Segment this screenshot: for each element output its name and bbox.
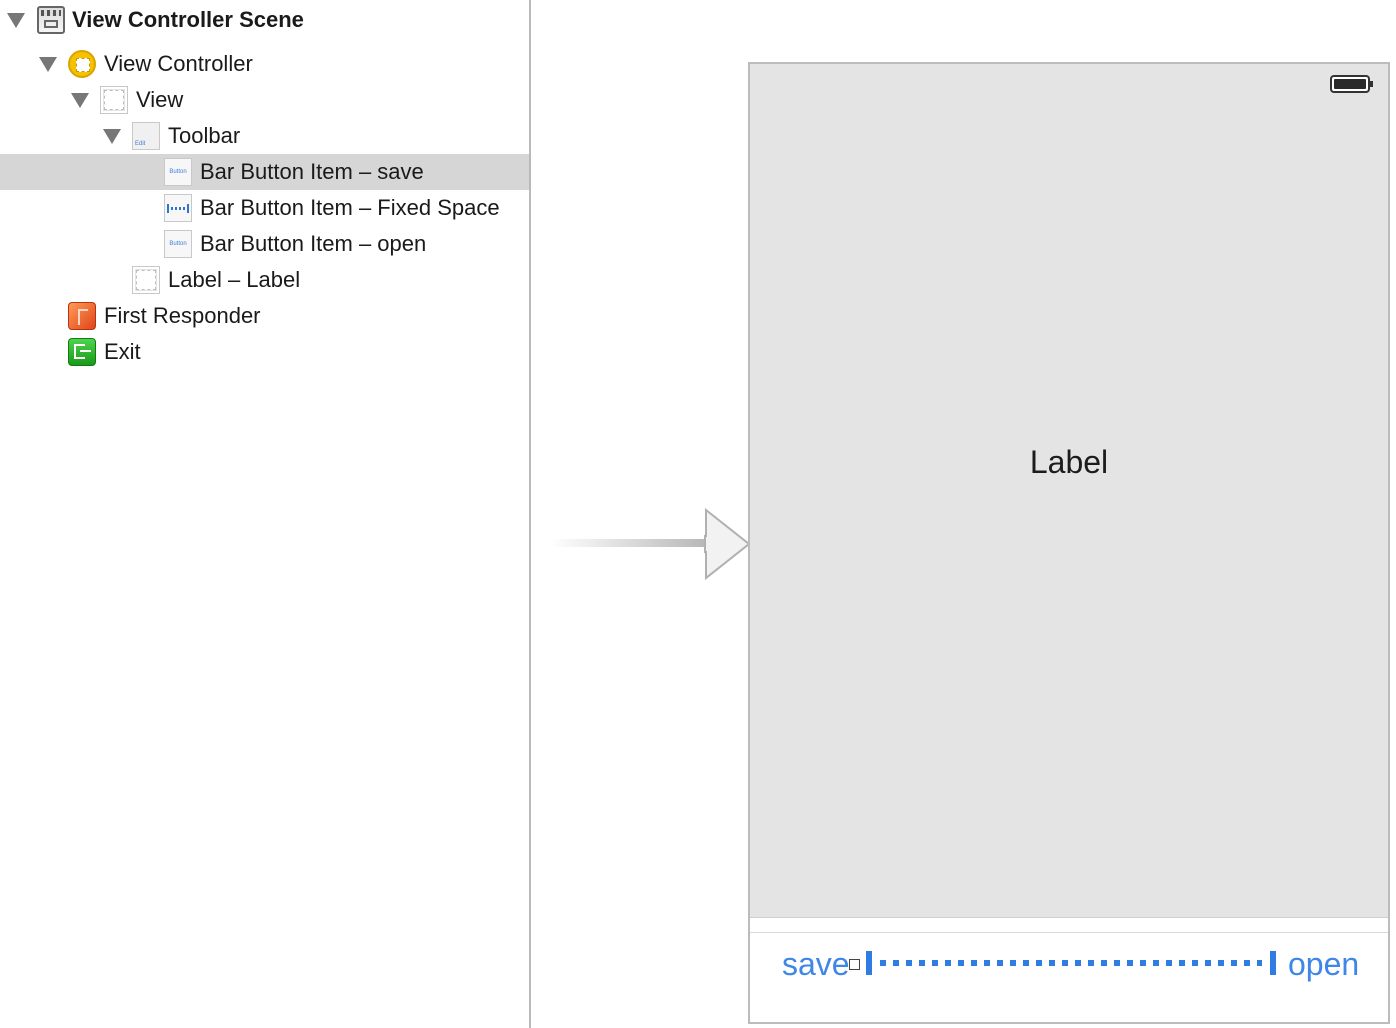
outline-item-label: Exit — [104, 339, 141, 364]
outline-row-label[interactable]: Label – Label — [0, 262, 529, 298]
outline-item-label: Bar Button Item – Fixed Space — [200, 195, 500, 220]
disclosure-triangle-icon[interactable] — [39, 57, 57, 72]
fixed-space-icon — [164, 194, 192, 222]
outline-item-label: Toolbar — [168, 123, 241, 148]
battery-icon — [1330, 75, 1373, 93]
disclosure-triangle-icon[interactable] — [7, 13, 25, 28]
toolbar-icon-text: Edit — [135, 141, 146, 147]
initial-view-controller-arrow-icon[interactable] — [551, 506, 753, 582]
outline-row-bar-button-fixed-space[interactable]: Bar Button Item – Fixed Space — [0, 190, 529, 226]
toolbar-separator — [750, 932, 1388, 933]
button-icon-text: Button — [169, 241, 187, 247]
view-controller-icon — [68, 50, 96, 78]
fixed-space-right-edge — [1270, 951, 1276, 975]
outline-row-toolbar[interactable]: Edit Toolbar — [0, 118, 529, 154]
fixed-space-bar-item[interactable] — [866, 951, 1276, 975]
outline-row-bar-button-open[interactable]: Button Bar Button Item – open — [0, 226, 529, 262]
first-responder-icon — [68, 302, 96, 330]
outline-row-view[interactable]: View — [0, 82, 529, 118]
outline-item-label: View Controller Scene — [72, 7, 304, 32]
toolbar-icon: Edit — [132, 122, 160, 150]
fixed-space-left-edge — [866, 951, 872, 975]
save-bar-button[interactable]: save — [782, 946, 850, 982]
open-bar-button[interactable]: open — [1288, 946, 1360, 982]
scene-icon — [37, 6, 65, 34]
fixed-space-dotted-line — [880, 960, 1262, 966]
outline-item-label: Bar Button Item – save — [200, 159, 424, 184]
bar-button-item-icon: Button — [164, 230, 192, 258]
outline-row-bar-button-save[interactable]: Button Bar Button Item – save — [0, 154, 529, 190]
toolbar[interactable]: save open — [750, 917, 1388, 1022]
outline-row-view-controller[interactable]: View Controller — [0, 46, 529, 82]
button-icon-text: Button — [169, 169, 187, 175]
outline-item-label: Bar Button Item – open — [200, 231, 427, 256]
exit-icon — [68, 338, 96, 366]
outline-item-label: View — [136, 87, 184, 112]
split-view-divider[interactable] — [529, 0, 531, 1028]
label-view[interactable]: Label — [1029, 444, 1109, 480]
outline-row-first-responder[interactable]: First Responder — [0, 298, 529, 334]
outline-item-label: View Controller — [104, 51, 253, 76]
bar-button-item-icon: Button — [164, 158, 192, 186]
disclosure-triangle-icon[interactable] — [71, 93, 89, 108]
outline-row-exit[interactable]: Exit — [0, 334, 529, 370]
outline-item-label: Label – Label — [168, 267, 301, 292]
outline-row-scene[interactable]: View Controller Scene — [0, 2, 529, 38]
view-icon — [100, 86, 128, 114]
disclosure-triangle-icon[interactable] — [103, 129, 121, 144]
document-outline: View Controller Scene View Controller Vi… — [0, 0, 529, 1028]
label-view-icon — [132, 266, 160, 294]
view-controller-frame[interactable]: Label save open — [748, 62, 1390, 1024]
resize-handle-icon[interactable] — [849, 959, 860, 970]
storyboard-canvas[interactable]: Label save open — [531, 0, 1396, 1028]
outline-item-label: First Responder — [104, 303, 261, 328]
